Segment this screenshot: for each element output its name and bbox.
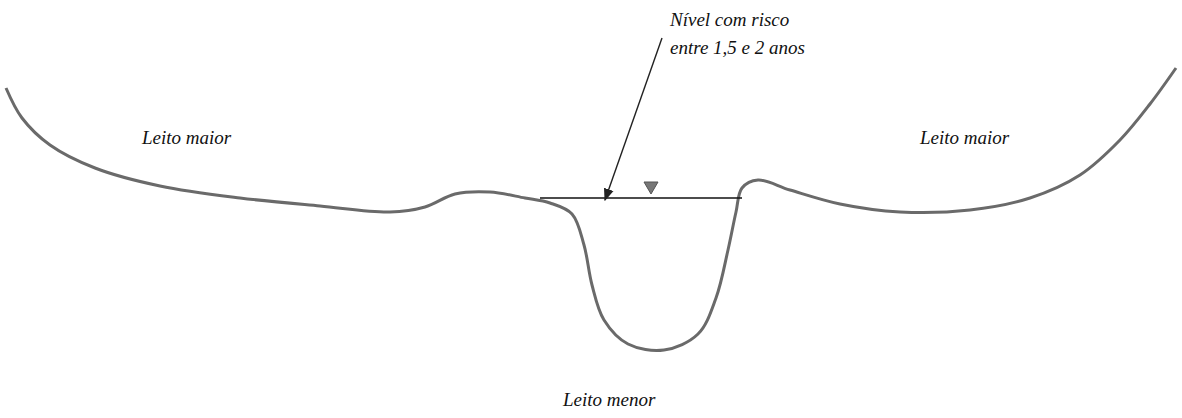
- region-label: Leito maior: [920, 124, 1009, 152]
- terrain-profile: [6, 68, 1176, 350]
- callout-note: Nível com risco entre 1,5 e 2 anos: [670, 6, 828, 62]
- water-level: [540, 197, 742, 199]
- leader-arrow: [605, 38, 662, 200]
- region-label: Leito maior: [142, 124, 231, 152]
- water-level-symbol: [644, 182, 658, 194]
- region-label: Leito menor: [563, 386, 655, 414]
